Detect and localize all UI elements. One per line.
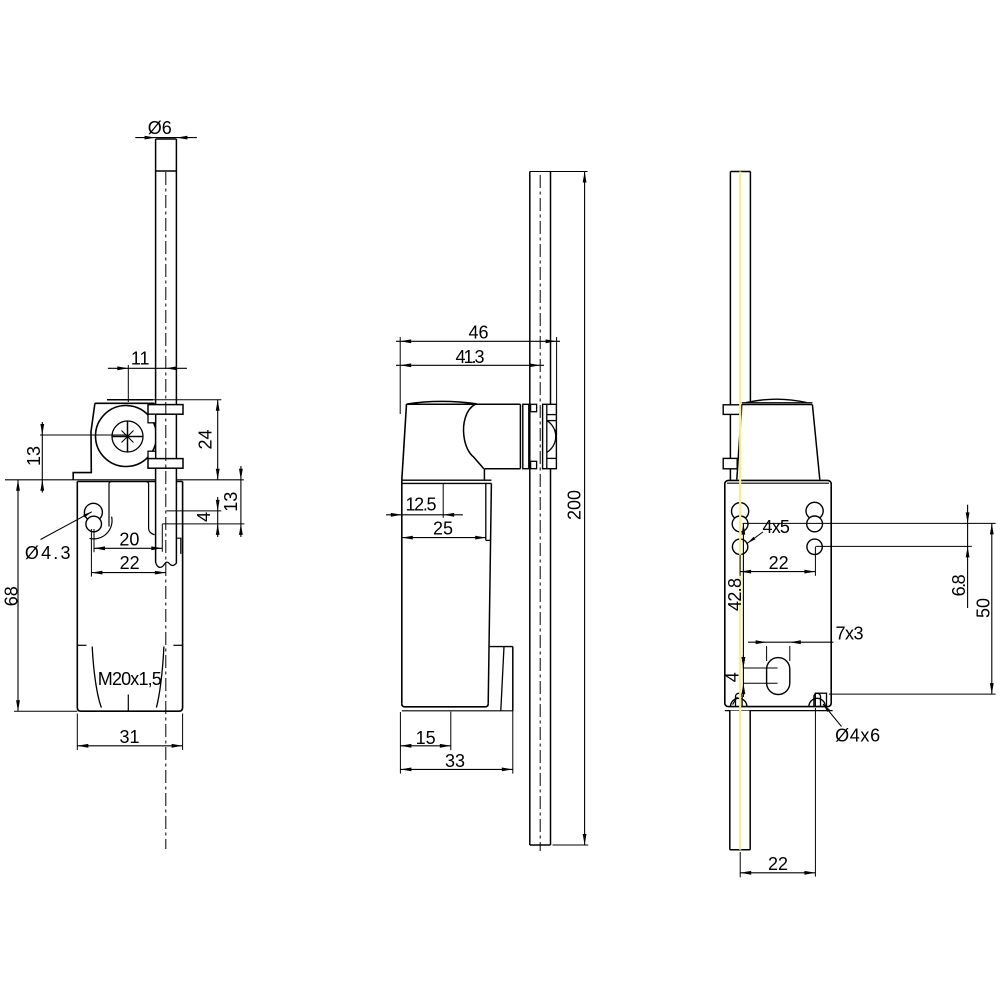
svg-text:50: 50	[974, 598, 994, 618]
svg-text:Ø4.3: Ø4.3	[25, 543, 73, 563]
svg-text:6.8: 6.8	[949, 574, 969, 596]
svg-text:Ø4x6: Ø4x6	[835, 726, 880, 746]
svg-text:7x3: 7x3	[836, 624, 864, 644]
svg-text:22: 22	[120, 553, 140, 573]
svg-text:12.5: 12.5	[406, 494, 437, 514]
svg-text:4: 4	[722, 672, 742, 682]
svg-text:200: 200	[564, 490, 584, 520]
svg-text:33: 33	[445, 751, 465, 771]
svg-text:4x5: 4x5	[762, 517, 790, 537]
svg-text:42.8: 42.8	[725, 578, 745, 611]
svg-text:Ø6: Ø6	[148, 118, 172, 138]
svg-text:4: 4	[194, 512, 214, 522]
svg-text:22: 22	[769, 553, 789, 573]
svg-text:24: 24	[196, 429, 216, 449]
svg-text:M20x1,5: M20x1,5	[98, 669, 162, 689]
svg-text:68: 68	[1, 586, 21, 606]
svg-text:13: 13	[24, 446, 44, 466]
svg-text:31: 31	[119, 727, 139, 747]
svg-text:15: 15	[416, 728, 436, 748]
svg-text:22: 22	[768, 854, 788, 874]
svg-text:20: 20	[119, 529, 139, 549]
svg-text:11: 11	[131, 349, 150, 369]
svg-text:46: 46	[468, 323, 488, 343]
svg-text:13: 13	[221, 492, 241, 512]
svg-text:41.3: 41.3	[456, 347, 485, 367]
svg-text:25: 25	[433, 519, 453, 539]
